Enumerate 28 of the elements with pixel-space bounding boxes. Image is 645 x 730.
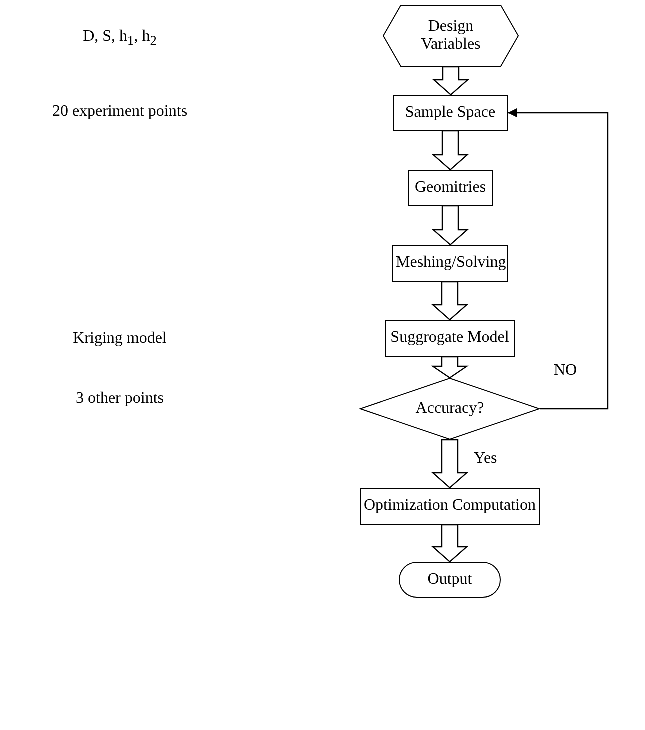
side-note: D, S, h$_{1}$, h$_{2}$: [82, 28, 158, 50]
side-note: 3 other points: [75, 390, 165, 408]
node-label: Accuracy?: [416, 400, 484, 418]
block-arrow: [431, 356, 469, 379]
node-label: Output: [428, 570, 472, 590]
start-hexagon: [383, 5, 519, 67]
terminal-box: [399, 562, 501, 598]
side-note: Kriging model: [72, 330, 168, 348]
process-box: [393, 95, 508, 131]
block-arrow: [432, 205, 470, 246]
node-label: Optimization Computation: [364, 497, 536, 516]
block-arrow: [431, 439, 469, 489]
node-label: Design Variables: [420, 18, 482, 54]
decision-diamond: [360, 378, 540, 440]
arrow: [508, 108, 609, 410]
node-label: Suggrogate Model: [390, 329, 510, 348]
block-arrow: [431, 281, 469, 321]
node-label: Meshing/Solving: [396, 254, 504, 273]
process-box: [360, 488, 540, 525]
block-arrow: [431, 524, 469, 563]
side-note: 20 experiment points: [51, 103, 189, 121]
node-label: Sample Space: [405, 104, 496, 122]
process-box: [385, 320, 515, 357]
node-label: Geomitries: [414, 178, 486, 198]
process-box: [392, 245, 508, 282]
block-arrow: [432, 66, 470, 96]
block-arrow: [432, 130, 470, 171]
process-box: [408, 170, 493, 206]
